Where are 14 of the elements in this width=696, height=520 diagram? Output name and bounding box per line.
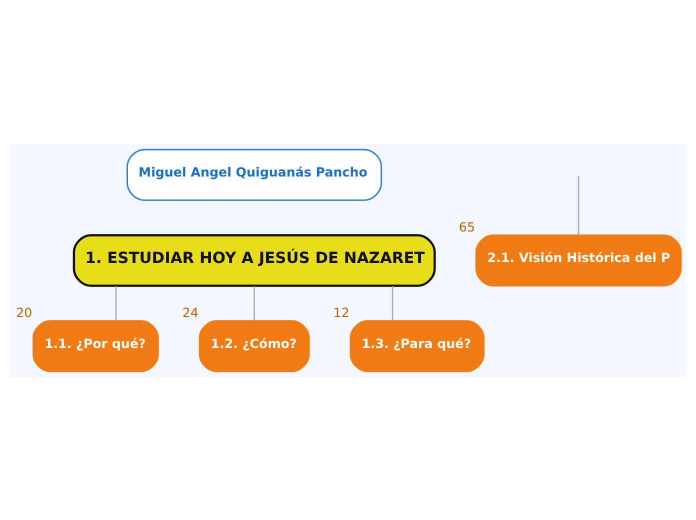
node-box: 1.1. ¿Por qué? xyxy=(32,320,159,372)
connector xyxy=(254,286,256,320)
node-label: 24 xyxy=(182,304,198,320)
node-label: 12 xyxy=(333,304,350,320)
node-box: 2.1. Visión Histórica del P xyxy=(475,234,682,286)
node-box: 1.2. ¿Cómo? xyxy=(198,320,310,372)
node-box: Miguel Angel Quiguanás Pancho xyxy=(126,148,382,200)
connector xyxy=(115,286,117,320)
node-label: 20 xyxy=(16,304,32,320)
node-box: 1.3. ¿Para qué? xyxy=(350,320,484,372)
connector xyxy=(578,175,580,234)
node-box: 1. ESTUDIAR HOY A JESÚS DE NAZARET xyxy=(72,234,436,286)
node-label: 65 xyxy=(458,218,475,234)
connector xyxy=(392,286,394,320)
